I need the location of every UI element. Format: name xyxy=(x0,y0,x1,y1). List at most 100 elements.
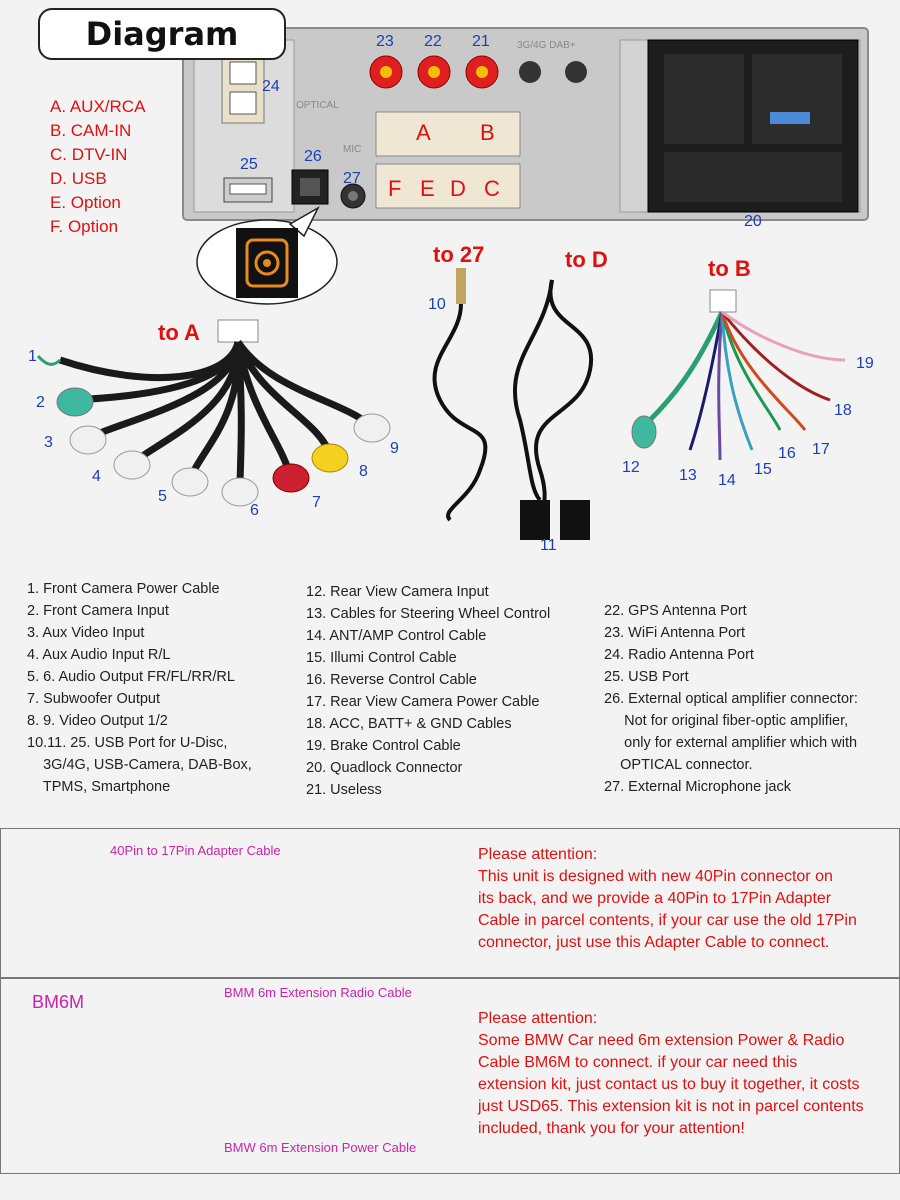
cable-label-17: 17 xyxy=(812,441,830,458)
cable-label-8: 8 xyxy=(359,463,368,480)
attention-line: just USD65. This extension kit is not in… xyxy=(478,1098,864,1115)
list-item: 2. Front Camera Input xyxy=(27,603,169,619)
attention-line: included, thank you for your attention! xyxy=(478,1120,745,1137)
list-item: 10.11. 25. USB Port for U-Disc, xyxy=(27,735,228,751)
extension-cable-panel xyxy=(0,978,900,1174)
attention-line: Cable BM6M to connect. if your car need … xyxy=(478,1054,798,1071)
list-item: 17. Rear View Camera Power Cable xyxy=(306,694,540,710)
to-27-label: to 27 xyxy=(433,242,485,267)
cable-label-12: 12 xyxy=(622,459,640,476)
radio-cable-caption: BMM 6m Extension Radio Cable xyxy=(224,985,412,1000)
bm6m-tag: BM6M xyxy=(32,992,85,1012)
legend-item: C. DTV-IN xyxy=(50,145,128,164)
list-item: 3G/4G, USB-Camera, DAB-Box, xyxy=(27,757,252,773)
list-item: 15. Illumi Control Cable xyxy=(306,650,457,666)
rca-harness xyxy=(36,319,391,507)
label-25: 25 xyxy=(240,156,258,173)
socket-label-e: E xyxy=(420,176,435,201)
legend-item: A. AUX/RCA xyxy=(50,97,146,116)
list-item: 5. 6. Audio Output FR/FL/RR/RL xyxy=(27,669,235,685)
list-item: Not for original fiber-optic amplifier, xyxy=(604,713,849,729)
socket-label-a: A xyxy=(416,120,431,145)
power-cable-caption: BMW 6m Extension Power Cable xyxy=(224,1140,417,1155)
cable-label-16: 16 xyxy=(778,445,796,462)
cable-label-11: 11 xyxy=(540,537,557,554)
list-item: 25. USB Port xyxy=(604,669,689,685)
cable-label-9: 9 xyxy=(390,440,399,457)
to-b-label: to B xyxy=(708,256,751,281)
adapter-cable-caption: 40Pin to 17Pin Adapter Cable xyxy=(110,843,281,858)
attention-line: Cable in parcel contents, if your car us… xyxy=(478,912,857,929)
label-21: 21 xyxy=(472,33,490,50)
list-item: 7. Subwoofer Output xyxy=(27,691,160,707)
list-item: OPTICAL connector. xyxy=(604,757,753,773)
cable-label-4: 4 xyxy=(92,468,101,485)
list-item: 26. External optical amplifier connector… xyxy=(604,691,858,707)
cable-label-5: 5 xyxy=(158,488,167,505)
mic-cable xyxy=(432,268,488,522)
label-24: 24 xyxy=(262,78,280,95)
socket-ab xyxy=(375,111,521,157)
list-item: 13. Cables for Steering Wheel Control xyxy=(306,606,551,622)
attention-line: extension kit, just contact us to buy it… xyxy=(478,1076,860,1093)
cable-label-19: 19 xyxy=(856,355,874,372)
list-item: 14. ANT/AMP Control Cable xyxy=(306,628,487,644)
list-item: only for external amplifier which with xyxy=(604,735,858,751)
attention-line: its back, and we provide a 40Pin to 17Pi… xyxy=(478,890,832,907)
list-item: 3. Aux Video Input xyxy=(27,625,145,641)
label-23: 23 xyxy=(376,33,394,50)
cable-label-15: 15 xyxy=(754,461,772,478)
cable-label-7: 7 xyxy=(312,494,321,511)
description-list-3: 22. GPS Antenna Port 23. WiFi Antenna Po… xyxy=(604,600,858,798)
print-4g: 3G/4G DAB+ xyxy=(517,40,576,51)
label-26: 26 xyxy=(304,148,322,165)
list-item: 21. Useless xyxy=(306,782,382,798)
port-legend: A. AUX/RCA B. CAM-IN C. DTV-IN D. USB E.… xyxy=(50,95,200,239)
cable-label-3: 3 xyxy=(44,434,53,451)
legend-item: F. Option xyxy=(50,217,119,236)
extension-attention-text: Please attention: Some BMW Car need 6m e… xyxy=(478,1008,864,1140)
cable-label-13: 13 xyxy=(679,467,697,484)
attention-line: connector, just use this Adapter Cable t… xyxy=(478,934,830,951)
label-20: 20 xyxy=(744,213,762,230)
label-27: 27 xyxy=(343,170,361,187)
to-a-label: to A xyxy=(158,320,200,345)
list-item: 19. Brake Control Cable xyxy=(306,738,461,754)
socket-label-b: B xyxy=(480,120,495,145)
socket-label-f: F xyxy=(388,176,402,201)
socket-label-c: C xyxy=(484,176,500,201)
cable-label-10: 10 xyxy=(428,296,446,313)
adapter-attention-text: Please attention: This unit is designed … xyxy=(478,844,857,954)
label-22: 22 xyxy=(424,33,442,50)
list-item: 24. Radio Antenna Port xyxy=(604,647,754,663)
optical-callout xyxy=(196,206,338,305)
print-mic: MIC xyxy=(343,144,362,155)
adapter-cable-panel xyxy=(0,828,900,978)
description-list-2: 12. Rear View Camera Input 13. Cables fo… xyxy=(306,581,550,801)
print-optical: OPTICAL xyxy=(296,100,339,111)
list-item: 16. Reverse Control Cable xyxy=(306,672,477,688)
legend-item: D. USB xyxy=(50,169,107,188)
list-item: 1. Front Camera Power Cable xyxy=(27,581,220,597)
legend-item: B. CAM-IN xyxy=(50,121,132,140)
head-unit-back-panel xyxy=(182,27,869,221)
list-item: 12. Rear View Camera Input xyxy=(306,584,489,600)
list-item: 27. External Microphone jack xyxy=(604,779,791,795)
list-item: 22. GPS Antenna Port xyxy=(604,603,747,619)
list-item: 18. ACC, BATT+ & GND Cables xyxy=(306,716,512,732)
cable-label-14: 14 xyxy=(718,472,736,489)
list-item: 23. WiFi Antenna Port xyxy=(604,625,746,641)
description-list-1: 1. Front Camera Power Cable 2. Front Cam… xyxy=(27,578,252,798)
cable-label-18: 18 xyxy=(834,402,852,419)
list-item: 8. 9. Video Output 1/2 xyxy=(27,713,168,729)
camera-harness xyxy=(631,289,846,461)
socket-fedc xyxy=(375,163,521,209)
list-item: 4. Aux Audio Input R/L xyxy=(27,647,171,663)
attention-line: Please attention: xyxy=(478,1010,598,1027)
cable-label-2: 2 xyxy=(36,394,45,411)
diagram-title: Diagram xyxy=(38,8,286,60)
socket-label-d: D xyxy=(450,176,466,201)
list-item: TPMS, Smartphone xyxy=(27,779,171,795)
attention-line: Some BMW Car need 6m extension Power & R… xyxy=(478,1032,845,1049)
